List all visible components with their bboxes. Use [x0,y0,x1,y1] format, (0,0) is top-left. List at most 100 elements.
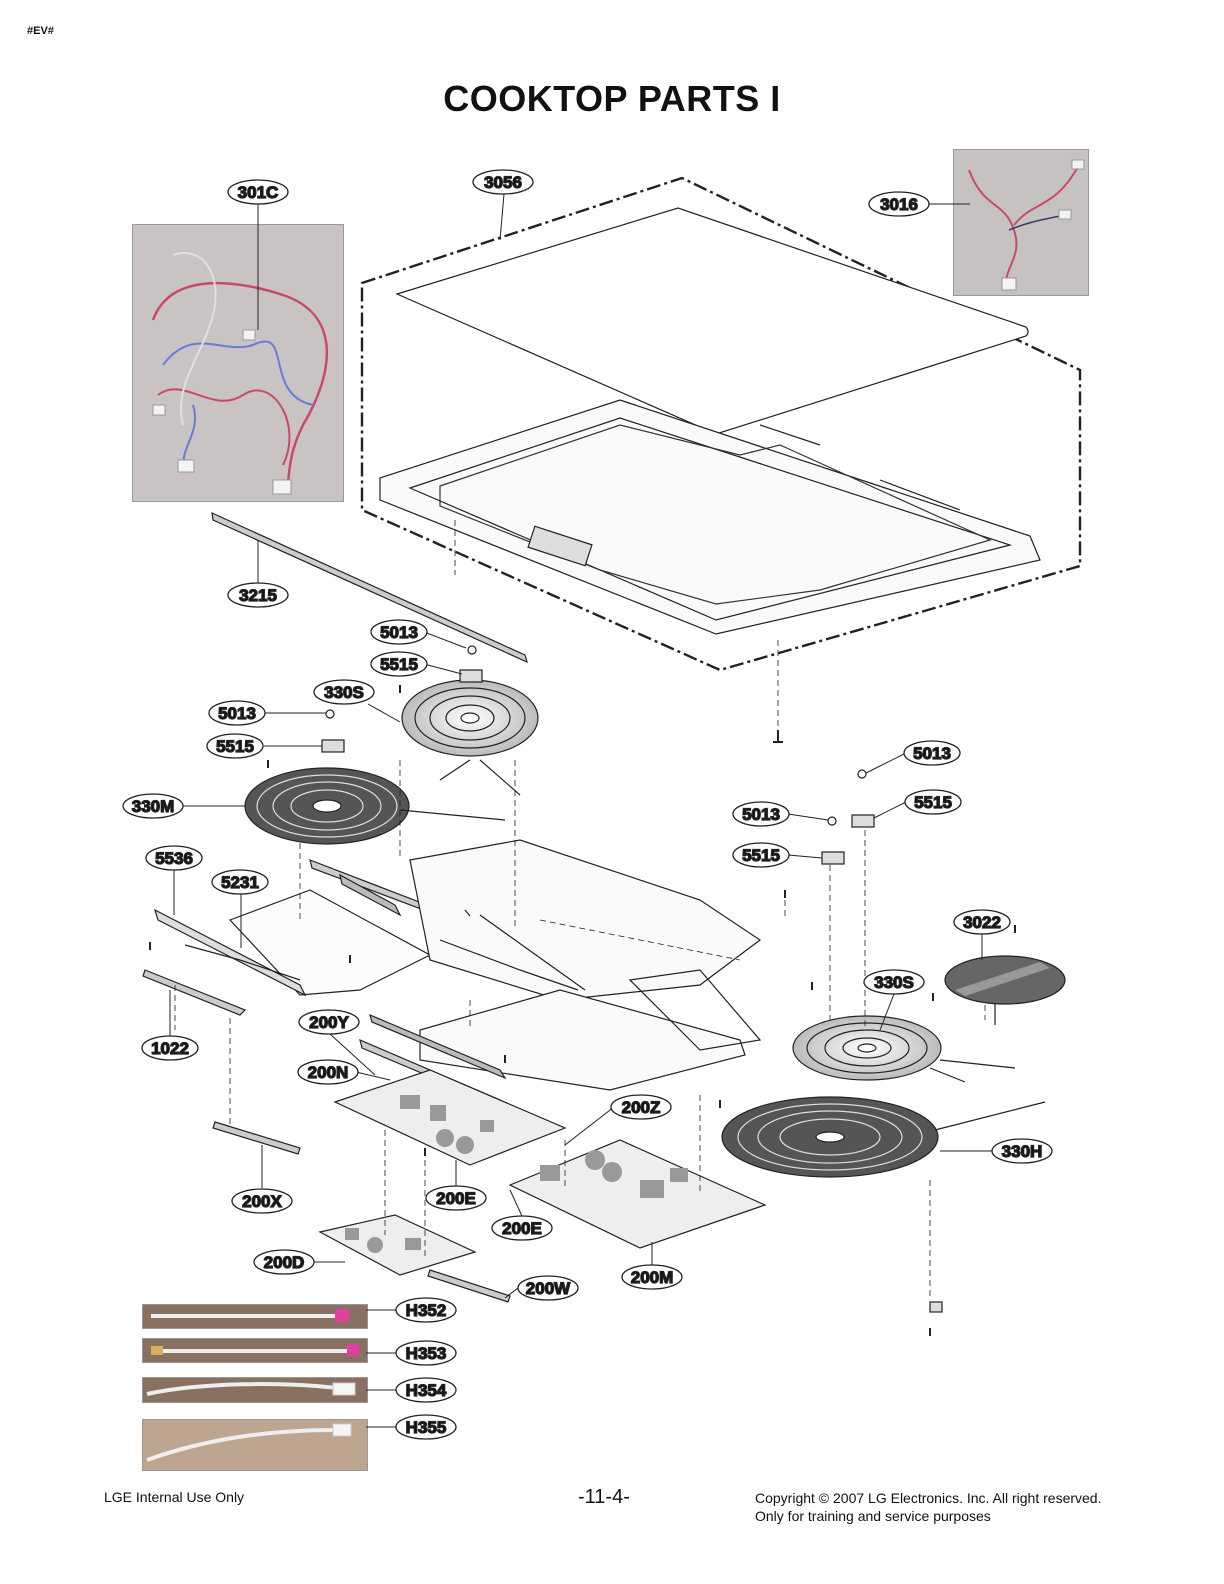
svg-text:5536: 5536 [155,849,193,868]
callout-h355: H355 [395,1414,457,1440]
copyright-line: Copyright © 2007 LG Electronics. Inc. Al… [755,1490,1102,1506]
svg-text:3016: 3016 [880,195,918,214]
callout-330m: 330M [122,793,184,819]
svg-text:H353: H353 [406,1344,447,1363]
svg-text:H355: H355 [406,1418,447,1437]
ribbon-cable-200w [427,1269,511,1303]
svg-text:5515: 5515 [216,737,254,756]
footer-internal-notice: LGE Internal Use Only [104,1489,245,1505]
callout-200z: 200Z [610,1094,672,1120]
thermistor-photo-h352 [142,1304,368,1329]
svg-text:5515: 5515 [380,655,418,674]
document-tag: #EV# [27,25,54,37]
svg-text:301C: 301C [238,183,279,202]
callout-5515: 5515 [206,733,264,759]
svg-text:5515: 5515 [914,793,952,812]
svg-text:200M: 200M [631,1268,674,1287]
callout-200x: 200X [231,1188,293,1214]
base-plate-left [228,889,432,996]
callout-200y: 200Y [298,1009,360,1035]
callout-5013: 5013 [903,740,961,766]
callout-3016: 3016 [868,191,930,217]
page-title: COOKTOP PARTS I [443,78,781,119]
pcb-200d [318,1214,477,1276]
svg-text:H352: H352 [406,1301,447,1320]
callout-200n: 200N [297,1059,359,1085]
wire-harness-image [151,252,328,495]
svg-text:200D: 200D [264,1253,305,1272]
induction-coil-right-large [721,1096,1046,1178]
thermistor-photo-h355 [142,1419,368,1471]
callout-5515: 5515 [732,842,790,868]
thermistor-photo-h353 [142,1338,368,1363]
callout-5536: 5536 [145,845,203,871]
induction-coil-upper-left-small [401,679,539,796]
induction-coil-right-small [792,1015,1016,1083]
callout-3215: 3215 [227,582,289,608]
trim-strip [211,512,528,664]
cooktop-frame [379,399,1041,635]
callout-330s: 330S [863,969,925,995]
callout-200d: 200D [253,1249,315,1275]
callout-h354: H354 [395,1377,457,1403]
svg-text:5231: 5231 [221,873,259,892]
svg-text:5515: 5515 [742,846,780,865]
induction-coil-left-medium [244,767,506,845]
svg-text:3215: 3215 [239,586,277,605]
wire-harness-image [968,159,1085,291]
callout-200e: 200E [491,1215,553,1241]
callout-200m: 200M [621,1264,683,1290]
callout-330h: 330H [991,1138,1053,1164]
support-bracket-1022 [142,969,247,1016]
callout-330s: 330S [313,679,375,705]
svg-text:5013: 5013 [913,744,951,763]
top-assembly-boundary [360,176,1082,672]
glass-top-plate [395,207,1029,435]
svg-text:200X: 200X [242,1192,282,1211]
callout-5515: 5515 [370,651,428,677]
pcb-200m [508,1139,767,1249]
callout-200w: 200W [517,1275,579,1301]
callout-301c: 301C [227,179,289,205]
pcb-200n [333,1069,567,1166]
support-rail [154,908,307,997]
callout-5515: 5515 [904,789,962,815]
svg-text:330H: 330H [1002,1142,1043,1161]
thermistor-photo-h354 [142,1377,368,1403]
callout-200e: 200E [425,1185,487,1211]
svg-text:330S: 330S [874,973,914,992]
page-number: -11-4- [578,1486,630,1508]
callout-h353: H353 [395,1340,457,1366]
svg-text:5013: 5013 [218,704,256,723]
callout-h352: H352 [395,1297,457,1323]
callout-5231: 5231 [211,869,269,895]
footer-copyright: Copyright © 2007 LG Electronics. Inc. Al… [755,1489,1101,1525]
ribbon-cable-200x [212,1121,301,1155]
training-notice: Only for training and service purposes [755,1508,991,1524]
svg-text:5013: 5013 [742,805,780,824]
base-plate-lower [419,989,746,1091]
wire-harness-photo-3016 [953,149,1089,296]
callout-3056: 3056 [472,169,534,195]
svg-text:200Y: 200Y [309,1013,349,1032]
svg-text:3056: 3056 [484,173,522,192]
base-plate-center [409,839,762,1001]
callout-3022: 3022 [953,909,1011,935]
svg-text:200N: 200N [308,1063,349,1082]
callout-5013: 5013 [732,801,790,827]
callout-1022: 1022 [141,1035,199,1061]
svg-text:3022: 3022 [963,913,1001,932]
wire-harness-photo-301c [132,224,344,502]
svg-text:5013: 5013 [380,623,418,642]
svg-text:200E: 200E [436,1189,476,1208]
svg-text:1022: 1022 [151,1039,189,1058]
svg-text:H354: H354 [406,1381,447,1400]
heat-sensor-plate-3022 [944,955,1066,1025]
svg-text:330S: 330S [324,683,364,702]
callout-5013: 5013 [208,700,266,726]
callout-5013: 5013 [370,619,428,645]
svg-text:200W: 200W [526,1279,571,1298]
svg-text:330M: 330M [132,797,175,816]
svg-text:200E: 200E [502,1219,542,1238]
